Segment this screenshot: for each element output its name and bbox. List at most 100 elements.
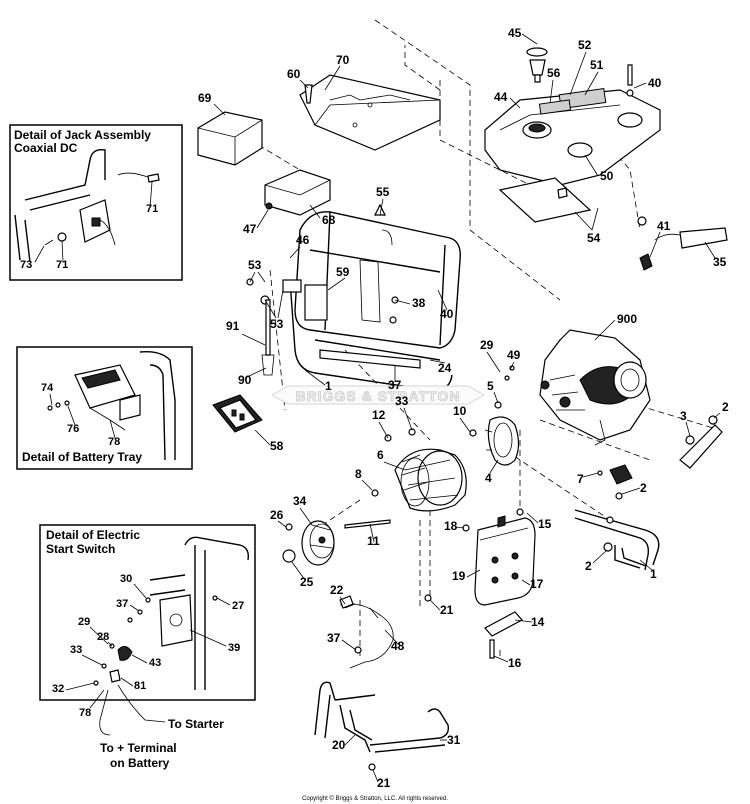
switch-wire-leads	[99, 684, 166, 736]
mounting-bracket	[299, 74, 441, 151]
part-label: 3	[680, 409, 687, 423]
part-label: 48	[391, 639, 405, 653]
part-label: 40	[440, 307, 454, 321]
part-label: 41	[657, 219, 671, 233]
engine-mount-bracket	[597, 415, 723, 500]
part-label: 71	[146, 203, 158, 215]
part-label: 58	[270, 439, 284, 453]
part-label: 40	[648, 76, 662, 90]
part-label: 37	[116, 598, 128, 610]
switch-detail-title-2: Start Switch	[46, 542, 115, 556]
part-label: 47	[243, 222, 257, 236]
fuel-line	[626, 64, 728, 271]
part-label: 15	[538, 517, 552, 531]
part-label: 49	[507, 348, 521, 362]
part-label: 38	[412, 296, 426, 310]
fuse-bracket	[246, 278, 328, 321]
part-label: 71	[56, 259, 68, 271]
part-label: 27	[232, 600, 244, 612]
part-label: 44	[494, 90, 508, 104]
part-label: 14	[531, 615, 545, 629]
base-rail	[574, 509, 660, 571]
part-label: 7	[577, 472, 584, 486]
to-starter-note: To Starter	[168, 717, 224, 731]
part-label: 54	[587, 231, 601, 245]
part-label: 32	[52, 683, 64, 695]
part-number-labels: 45 52 56 51 40 44 50 54 41 35 70 60 69 6…	[20, 26, 729, 790]
part-label: 4	[485, 471, 492, 485]
part-label: 26	[270, 508, 284, 522]
part-label: 2	[640, 481, 647, 495]
part-label: 1	[325, 379, 332, 393]
stator	[394, 448, 467, 512]
watermark: BRIGGS & STRATTON	[270, 385, 486, 405]
jack-detail-title-2: Coaxial DC	[14, 141, 78, 155]
fuel-tank	[484, 47, 661, 186]
part-label: 91	[226, 319, 240, 333]
to-terminal-note-1: To + Terminal	[100, 741, 177, 755]
part-label: 35	[713, 255, 727, 269]
part-label: 60	[287, 67, 301, 81]
part-label: 70	[336, 53, 350, 67]
rotor-end	[282, 519, 391, 566]
part-label: 73	[20, 259, 32, 271]
part-label: 33	[395, 394, 409, 408]
part-label: 68	[322, 213, 336, 227]
leader-lines	[34, 33, 721, 783]
part-label: 52	[578, 38, 592, 52]
part-label: 1	[650, 567, 657, 581]
part-label: 29	[480, 338, 494, 352]
detail-jack-assembly	[9, 124, 183, 281]
part-label: 78	[108, 436, 120, 448]
part-label: 31	[447, 733, 461, 747]
battery-plate	[264, 169, 331, 216]
detail-electric-start-switch	[39, 524, 256, 701]
control-box	[197, 111, 263, 166]
part-label: 78	[79, 707, 91, 719]
outlet-panel	[212, 394, 263, 433]
wire-harness	[339, 594, 432, 669]
part-label: 8	[355, 467, 362, 481]
part-label: 45	[508, 26, 522, 40]
part-label: 2	[722, 400, 729, 414]
part-label: 50	[600, 169, 614, 183]
part-label: 34	[293, 494, 307, 508]
part-label: 5	[487, 379, 494, 393]
part-label: 22	[330, 583, 344, 597]
generator-frame	[289, 203, 461, 391]
cover-bracket	[484, 611, 523, 659]
detail-battery-tray	[16, 346, 193, 470]
part-label: 55	[376, 185, 390, 199]
part-label: 20	[332, 738, 346, 752]
part-label: 33	[70, 644, 82, 656]
part-label: 90	[238, 373, 252, 387]
part-label: 19	[452, 569, 466, 583]
bearing-ring	[484, 416, 520, 466]
part-label: 51	[590, 58, 604, 72]
part-label: 43	[149, 657, 161, 669]
part-label: 59	[336, 265, 350, 279]
part-label: 74	[41, 382, 54, 394]
part-label: 21	[377, 776, 391, 790]
part-label: 21	[440, 603, 454, 617]
part-label: 46	[296, 233, 310, 247]
switch-detail-title-1: Detail of Electric	[46, 528, 140, 542]
to-terminal-note-2: on Battery	[110, 756, 170, 770]
part-label: 10	[453, 404, 467, 418]
copyright-text: Copyright © Briggs & Stratton, LLC. All …	[302, 795, 448, 802]
part-label: 56	[547, 66, 561, 80]
tank-pad	[498, 177, 592, 223]
part-label: 12	[372, 408, 386, 422]
part-label: 39	[228, 642, 240, 654]
part-label: 53	[248, 258, 262, 272]
part-label: 900	[617, 312, 637, 326]
part-label: 30	[120, 573, 132, 585]
part-label: 17	[530, 577, 544, 591]
part-label: 28	[97, 631, 109, 643]
part-label: 81	[134, 680, 146, 692]
part-label: 53	[270, 317, 284, 331]
jack-detail-title-1: Detail of Jack Assembly	[14, 128, 151, 142]
battery-detail-title: Detail of Battery Tray	[22, 450, 142, 464]
end-cover	[462, 508, 536, 606]
